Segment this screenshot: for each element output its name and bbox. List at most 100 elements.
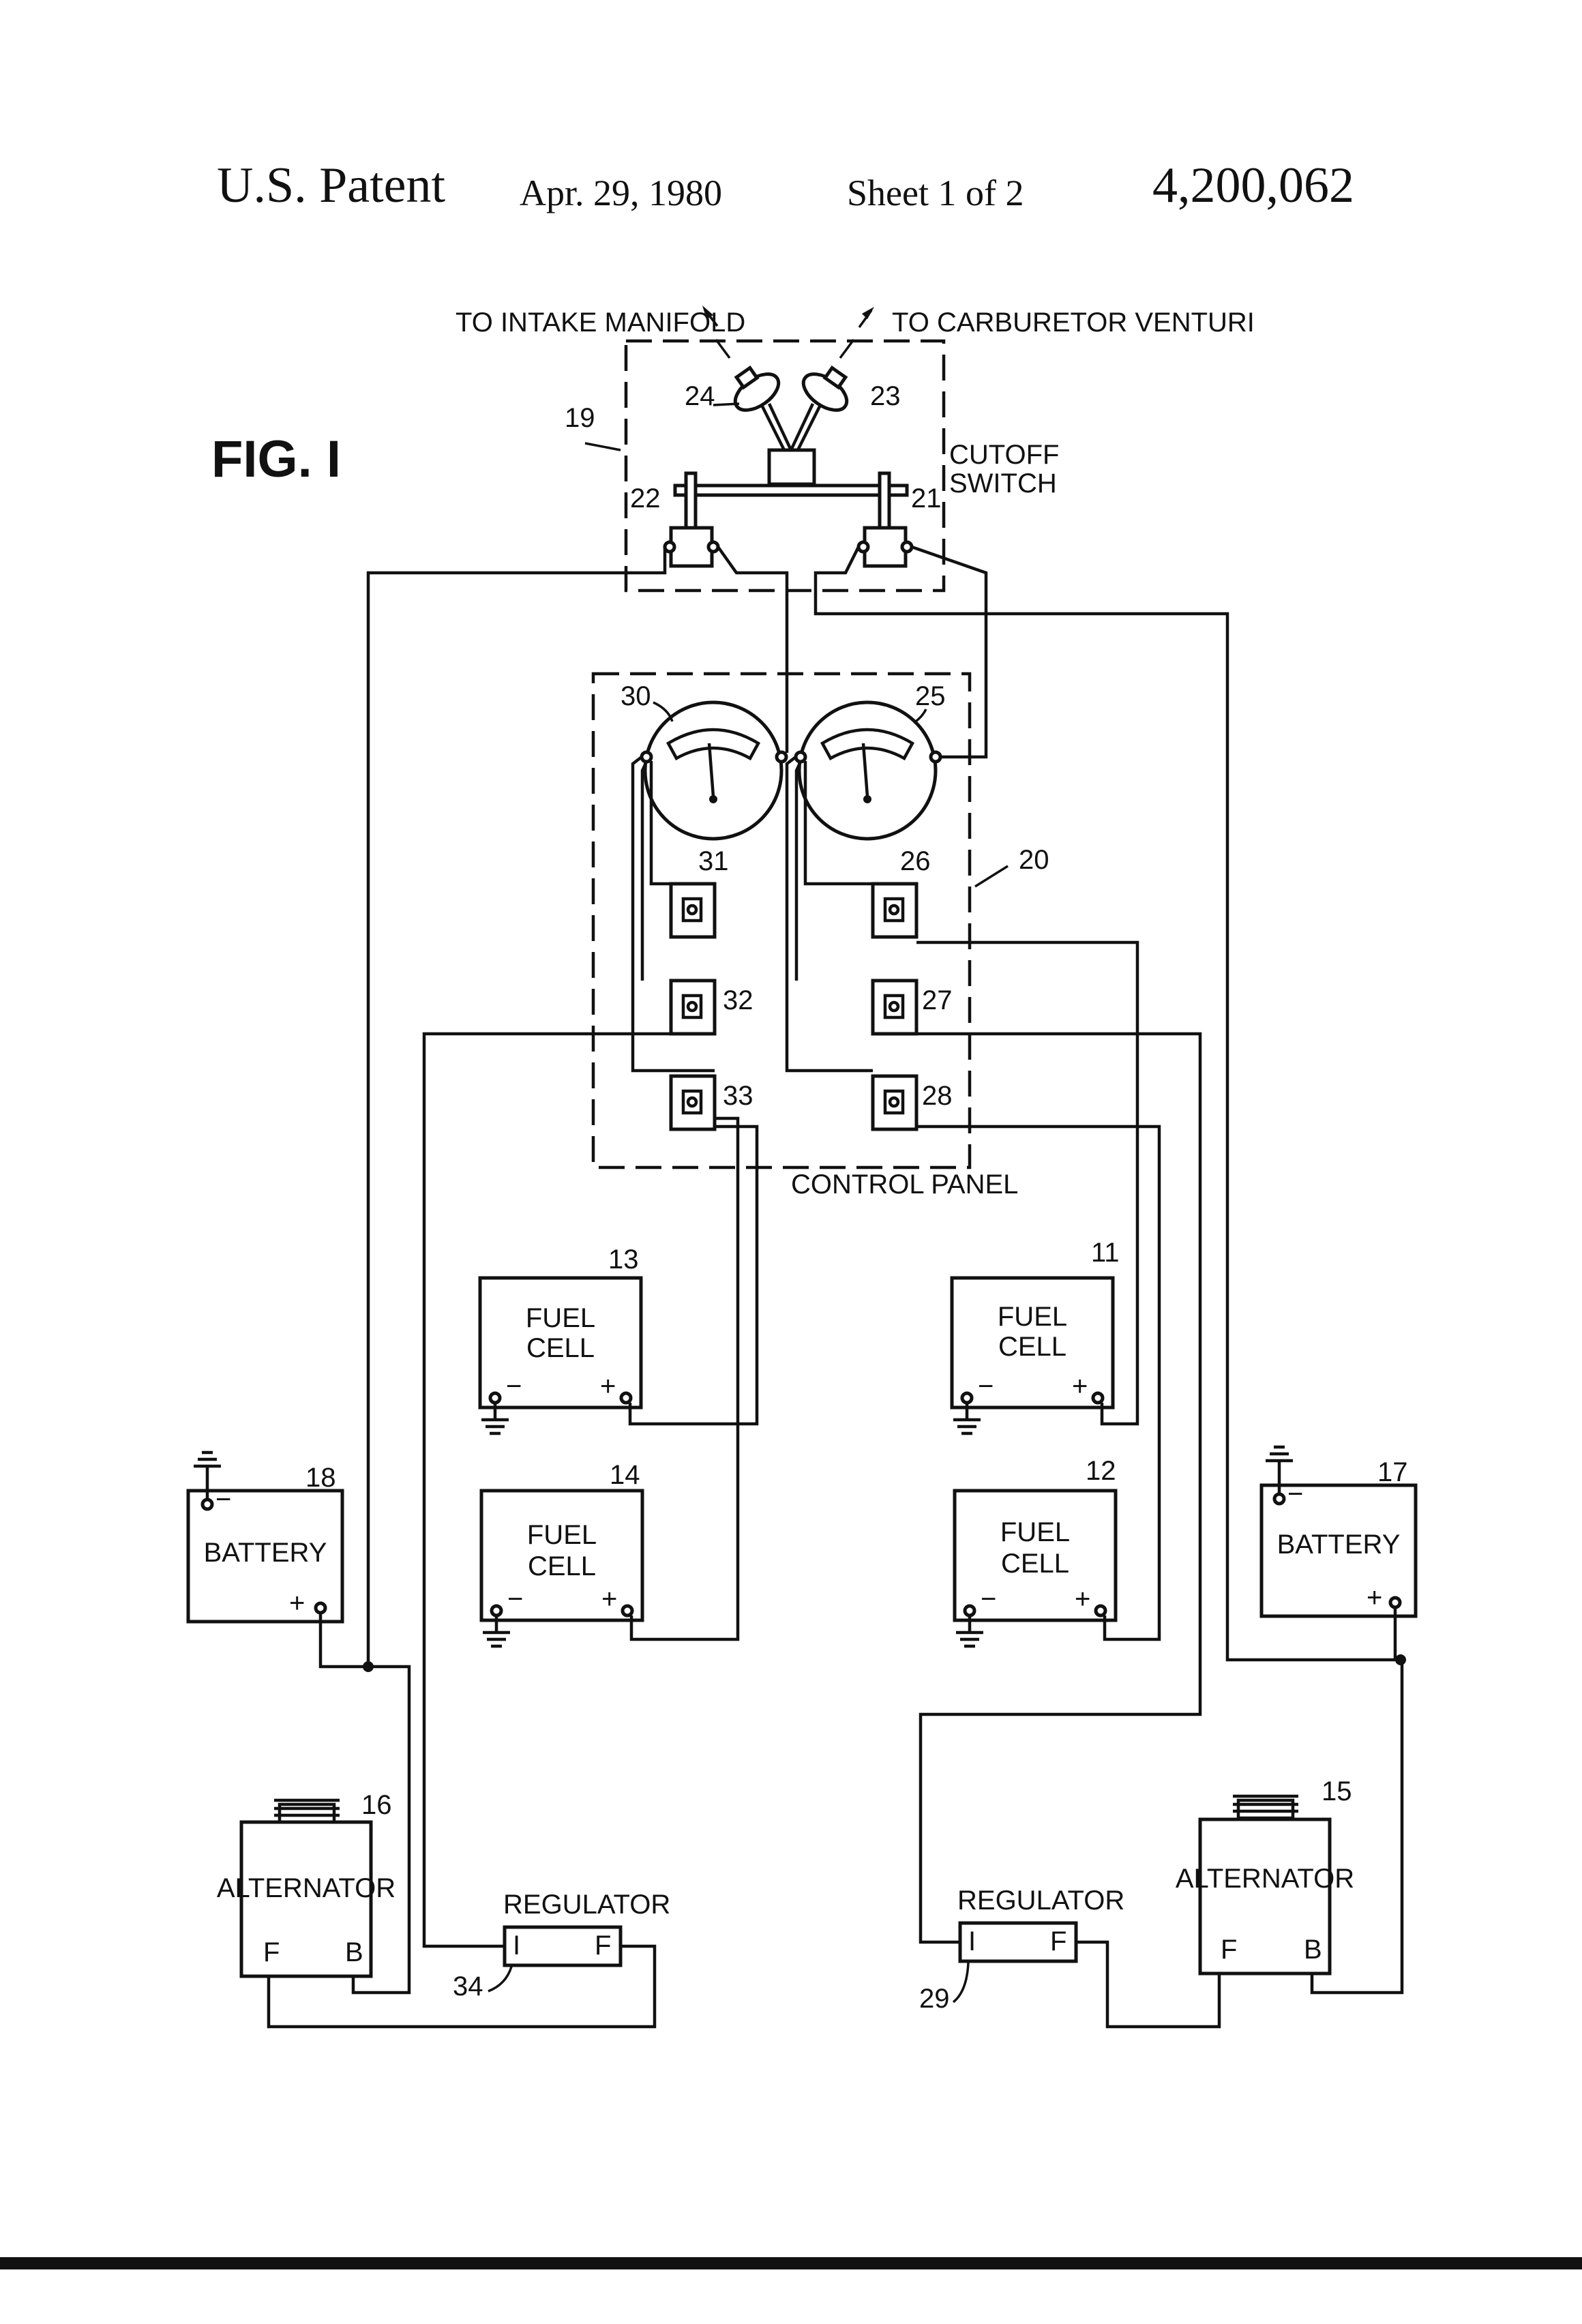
fuel-cell-11: FUEL CELL − + 11: [952, 1238, 1120, 1407]
fuel-cell-14: FUEL CELL − + 14: [481, 1460, 642, 1620]
svg-text:CELL: CELL: [526, 1333, 595, 1363]
ref-21: 21: [911, 483, 942, 513]
ref-26: 26: [900, 846, 931, 876]
wire-alternator15-regulator29: [1076, 1942, 1219, 2027]
regulator-29: REGULATOR I F 29: [919, 1886, 1124, 2014]
ref-22: 22: [630, 483, 661, 513]
svg-text:F: F: [1050, 1926, 1066, 1956]
ref-28: 28: [922, 1081, 953, 1111]
alternator-15: ALTERNATOR F B 15: [1176, 1776, 1354, 1973]
svg-text:ALTERNATOR: ALTERNATOR: [1176, 1864, 1354, 1894]
svg-text:ALTERNATOR: ALTERNATOR: [217, 1873, 395, 1903]
switch-actuator-bar: [675, 486, 907, 495]
fuel-cell-13: FUEL CELL − + 13: [480, 1245, 641, 1407]
svg-text:+: +: [289, 1588, 305, 1618]
svg-text:FUEL: FUEL: [526, 1303, 595, 1333]
svg-text:I: I: [968, 1926, 976, 1956]
svg-text:CELL: CELL: [1001, 1549, 1069, 1579]
relay-28: [873, 1076, 916, 1129]
switch-22-terminal-right: [708, 542, 718, 552]
diaphragm-linkage: [762, 404, 820, 450]
vacuum-diaphragm-24: [723, 359, 785, 417]
switch-actuator-block: [769, 450, 814, 484]
switch-22-plunger: [686, 473, 696, 528]
alternator-16: ALTERNATOR F B 16: [217, 1790, 395, 1976]
svg-text:FUEL: FUEL: [1000, 1517, 1070, 1547]
ref-33: 33: [723, 1081, 753, 1111]
switch-21-terminal-right: [902, 542, 912, 552]
ref-24: 24: [685, 381, 715, 411]
svg-text:B: B: [1304, 1935, 1322, 1965]
svg-text:+: +: [601, 1584, 617, 1614]
wire-relay33-fuelcell14: [631, 1118, 738, 1639]
ref-13: 13: [608, 1245, 639, 1275]
svg-text:REGULATOR: REGULATOR: [957, 1886, 1124, 1916]
ref-20-leader: [975, 866, 1008, 887]
relay-26: [873, 884, 916, 937]
svg-text:BATTERY: BATTERY: [204, 1538, 327, 1568]
ref-19-leader: [585, 443, 621, 450]
svg-text:+: +: [1367, 1583, 1382, 1613]
ref-16: 16: [361, 1790, 392, 1820]
ref-25: 25: [915, 681, 946, 711]
battery-17: BATTERY − + 17: [1262, 1447, 1416, 1616]
cutoff-label-line-2: SWITCH: [949, 468, 1057, 498]
ref-30: 30: [621, 681, 651, 711]
svg-text:+: +: [1072, 1371, 1088, 1401]
svg-text:−: −: [506, 1371, 522, 1401]
ref-34: 34: [453, 1971, 483, 2001]
ref-14: 14: [610, 1460, 640, 1490]
venturi-arrow-head: [862, 307, 874, 319]
relay-27: [873, 981, 916, 1034]
switch-21-plunger: [880, 473, 889, 528]
svg-text:CELL: CELL: [528, 1551, 596, 1581]
vacuum-gauge-30: [642, 702, 786, 839]
fuel-cell-12: FUEL CELL − + 12: [955, 1456, 1116, 1620]
switch-21-terminal-left: [859, 542, 868, 552]
ref-25-leader: [914, 709, 926, 723]
cutoff-label-line-1: CUTOFF: [949, 440, 1059, 470]
ref-17: 17: [1377, 1457, 1408, 1487]
svg-text:F: F: [263, 1937, 280, 1967]
vacuum-gauge-25: [796, 702, 940, 839]
svg-text:+: +: [600, 1371, 616, 1401]
ref-18: 18: [305, 1463, 336, 1493]
junction-left: [363, 1661, 374, 1672]
ref-27: 27: [922, 985, 953, 1015]
svg-text:FUEL: FUEL: [998, 1302, 1067, 1332]
ref-23: 23: [870, 381, 901, 411]
ref-31: 31: [698, 846, 729, 876]
svg-text:−: −: [981, 1584, 996, 1614]
ref-11: 11: [1091, 1238, 1120, 1268]
wire-gauge25-relay27: [796, 762, 801, 981]
intake-manifold-label: TO INTAKE MANIFOLD: [456, 308, 745, 338]
ref-24-leader: [713, 404, 739, 405]
ref-29: 29: [919, 1984, 950, 2014]
cutoff-switch: TO INTAKE MANIFOLD TO CARBURETOR VENTURI: [456, 306, 1255, 591]
svg-text:I: I: [513, 1931, 520, 1961]
ref-19: 19: [565, 403, 595, 433]
control-panel-label: CONTROL PANEL: [791, 1170, 1018, 1200]
battery-18: BATTERY − + 18: [188, 1452, 342, 1622]
svg-text:FUEL: FUEL: [527, 1520, 597, 1550]
relay-32: [671, 981, 715, 1034]
svg-text:−: −: [215, 1485, 231, 1515]
svg-text:−: −: [978, 1371, 994, 1401]
svg-text:−: −: [507, 1584, 523, 1614]
relay-31: [671, 884, 715, 937]
svg-text:−: −: [1287, 1479, 1303, 1509]
svg-text:+: +: [1075, 1584, 1090, 1614]
wire-switch21-to-gauge25: [912, 547, 986, 757]
vacuum-diaphragm-23: [797, 359, 859, 417]
ref-32: 32: [723, 985, 753, 1015]
junction-right: [1395, 1654, 1406, 1665]
control-panel: CONTROL PANEL 20 30 25: [593, 674, 1049, 1200]
relay-33: [671, 1076, 715, 1129]
svg-text:B: B: [345, 1937, 363, 1967]
microswitch-22: [671, 528, 712, 566]
svg-text:F: F: [1221, 1935, 1237, 1965]
svg-text:F: F: [595, 1931, 611, 1961]
svg-text:CELL: CELL: [998, 1332, 1066, 1362]
